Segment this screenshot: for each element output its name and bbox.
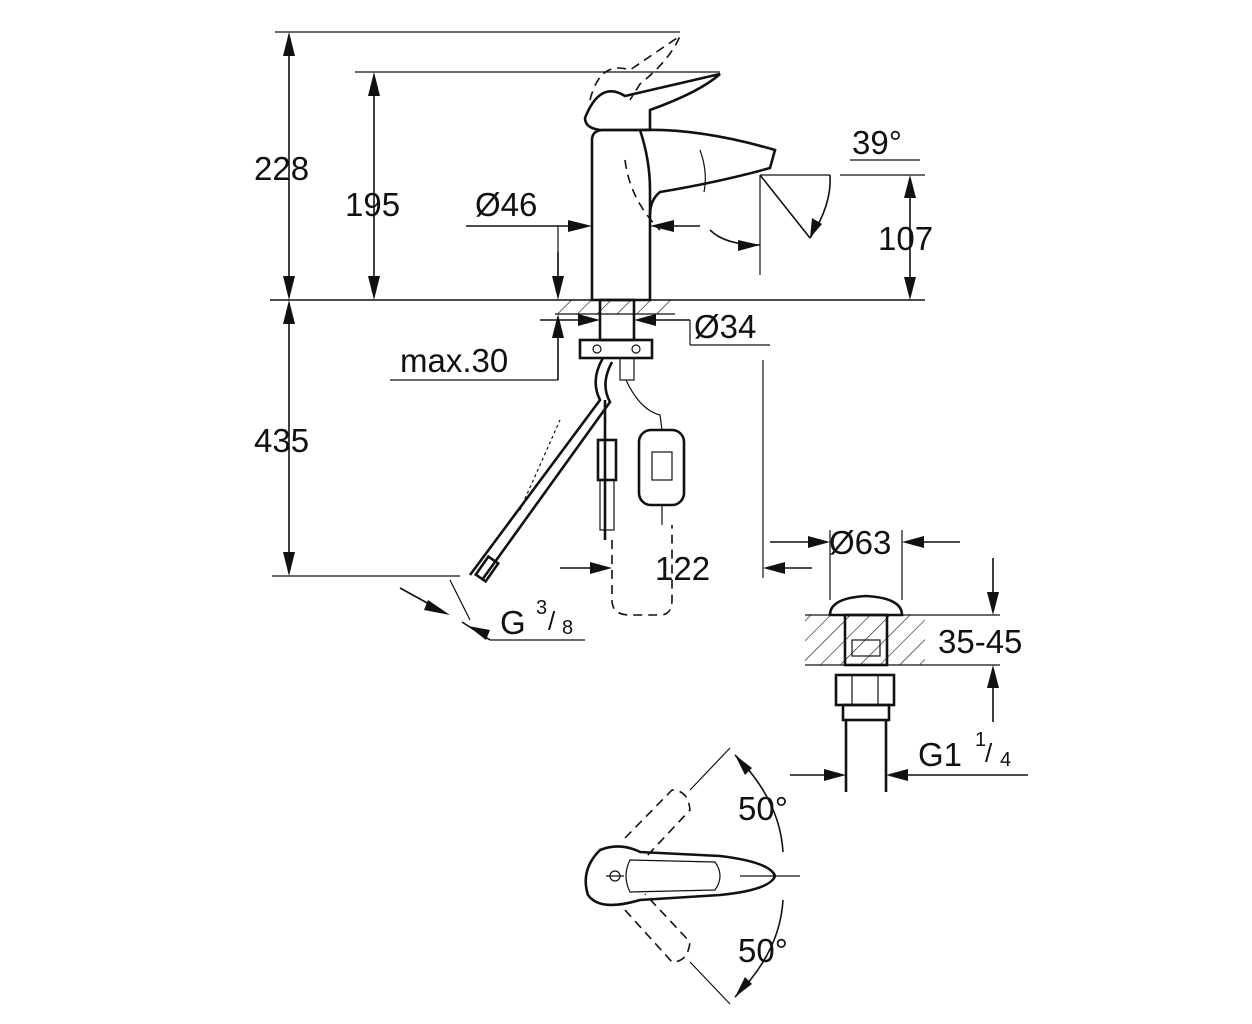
waste-thread-num: 1 xyxy=(975,729,986,751)
dim-outlet-height: 107 xyxy=(878,175,933,300)
dim-waste-height: 35-45 xyxy=(925,558,1022,722)
deck-thickness-label: max.30 xyxy=(400,342,508,379)
waste-thread-main: G1 xyxy=(918,736,962,773)
waste-diameter-label: Ø63 xyxy=(829,524,891,561)
dim-spout-height: 195 xyxy=(345,71,720,300)
spout-height-label: 195 xyxy=(345,186,400,223)
hose-length-label: 435 xyxy=(254,422,309,459)
lever-top-view-icon: 50° 50° xyxy=(584,747,800,1005)
hose-thread-slash: / xyxy=(548,606,556,636)
tilt-angle-label: 39° xyxy=(852,124,902,161)
hose-thread-den: 8 xyxy=(562,617,573,639)
dim-shank-diameter: Ø34 xyxy=(540,308,770,346)
dim-hose-thread: G 3 / 8 xyxy=(399,579,585,641)
spout-reach-label: 122 xyxy=(655,550,710,587)
dim-total-height: 228 xyxy=(254,31,680,300)
outlet-height-label: 107 xyxy=(878,220,933,257)
waste-thread-den: 4 xyxy=(1000,749,1011,771)
rotation-down-label: 50° xyxy=(738,932,788,969)
pop-up-waste-icon xyxy=(805,594,925,792)
shank-diameter-label: Ø34 xyxy=(694,308,756,345)
body-diameter-label: Ø46 xyxy=(475,186,537,223)
dim-hose-length: 435 xyxy=(254,300,460,577)
faucet-side-view-icon xyxy=(270,33,925,616)
hose-thread-main: G xyxy=(500,604,526,641)
waste-height-label: 35-45 xyxy=(938,623,1022,660)
dim-waste-thread: G1 1 / 4 xyxy=(790,729,1028,781)
total-height-label: 228 xyxy=(254,150,309,187)
waste-thread-slash: / xyxy=(985,738,993,768)
dim-waste-diameter: Ø63 xyxy=(770,524,960,600)
rotation-up-label: 50° xyxy=(738,790,788,827)
hose-thread-num: 3 xyxy=(536,597,547,619)
dim-deck-thickness: max.30 xyxy=(390,252,564,381)
dim-body-diameter: Ø46 xyxy=(466,186,700,296)
dim-spout-reach: 122 xyxy=(560,360,812,587)
dim-tilt-angle: 39° xyxy=(709,124,925,275)
